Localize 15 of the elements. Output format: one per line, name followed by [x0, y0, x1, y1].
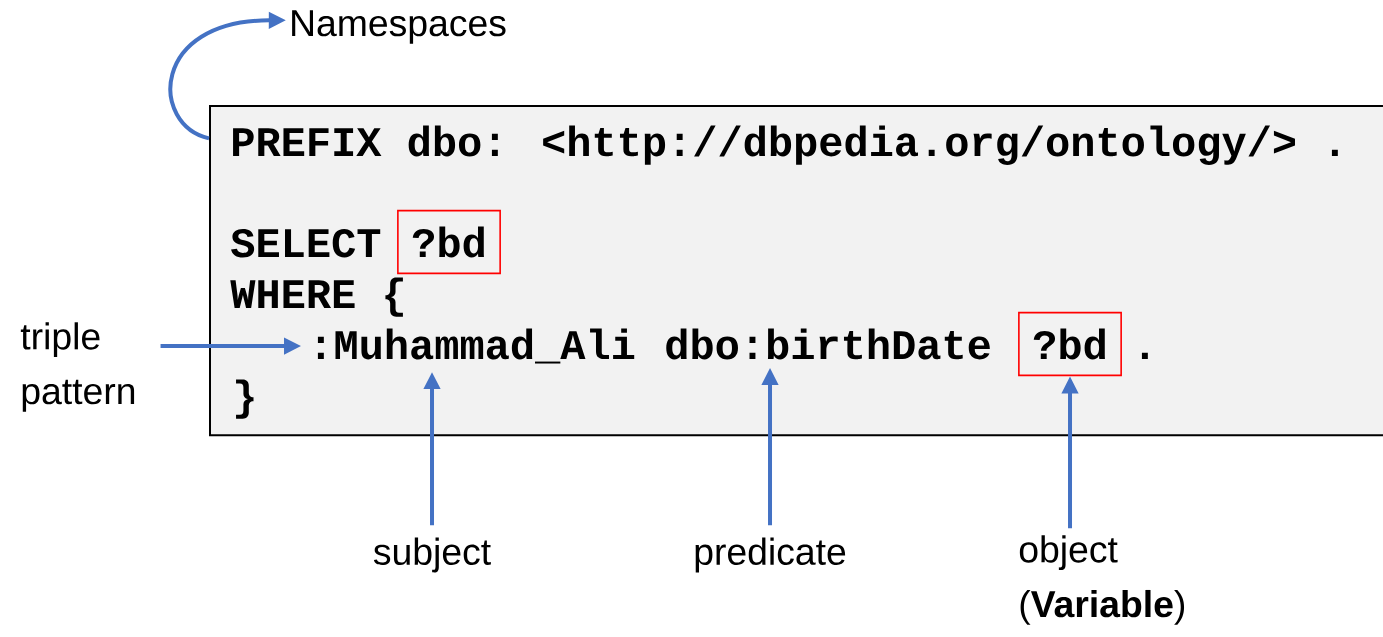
- callout-label: triple pattern: [20, 322, 135, 412]
- code-term: dbo:birthDate: [666, 328, 990, 360]
- callout-label: object (Variable): [1019, 535, 1185, 625]
- code-term: :Muhammad_Ali: [317, 328, 635, 364]
- code-term: .: [1141, 352, 1148, 359]
- callout-label: Namespaces: [292, 10, 506, 44]
- code-line: WHERE {: [230, 277, 403, 317]
- code-line: PREFIX dbo: <http://dbpedia.org/ontology/> .: [233, 125, 1338, 165]
- callout-label: predicate: [695, 537, 846, 573]
- code-line: }: [236, 379, 254, 419]
- highlighted-variable: ?bd: [1018, 311, 1122, 377]
- highlighted-variable: ?bd: [397, 209, 501, 275]
- code-keyword: SELECT: [231, 228, 381, 258]
- callout-label: subject: [373, 537, 491, 573]
- code-box: [209, 105, 1383, 437]
